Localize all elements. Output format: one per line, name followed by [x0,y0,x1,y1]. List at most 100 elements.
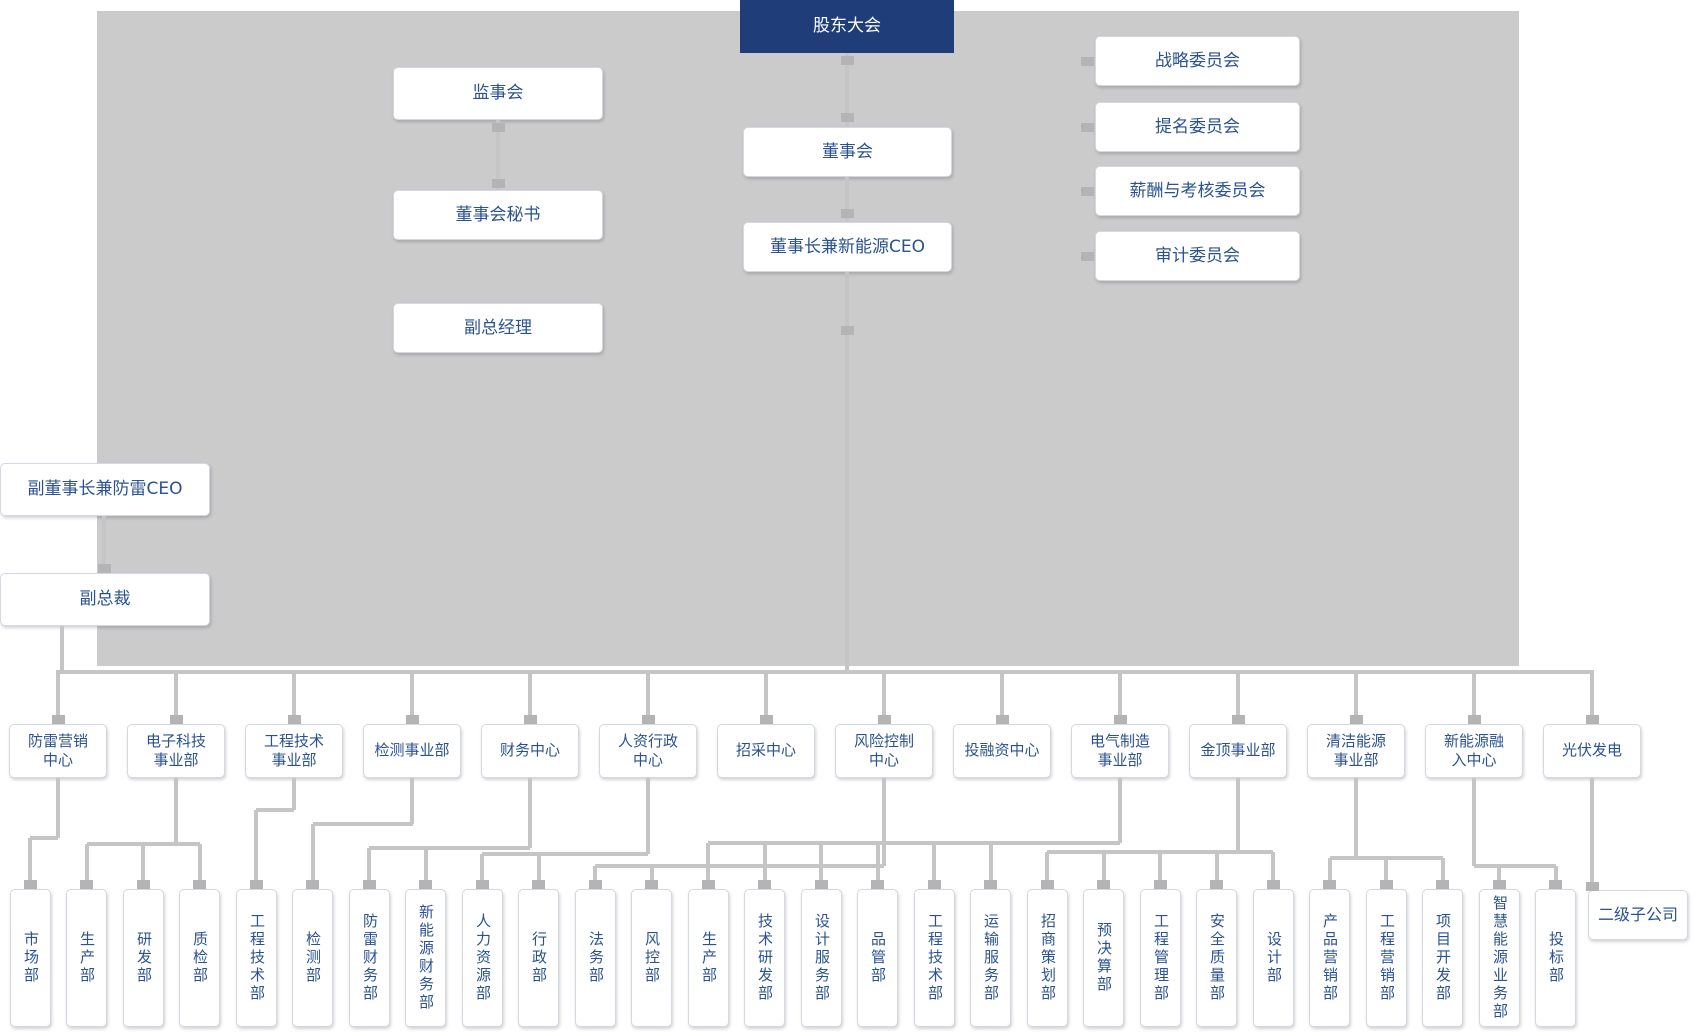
connector-joint [871,880,884,889]
dept-node: 清洁能源 事业部 [1307,724,1405,778]
connector-line [480,854,484,884]
connector-joint [80,880,93,889]
dept-node: 投融资中心 [953,724,1051,778]
sub-dept-node: 设计服务部 [801,889,842,1027]
committee-node: 战略委员会 [1095,36,1300,86]
connector-line [845,272,849,672]
connector-line [174,778,178,844]
connector-line [482,852,648,856]
connector-line [141,844,145,884]
connector-joint [642,715,655,724]
connector-line [706,843,710,884]
sub-dept-node: 工程技术部 [914,889,955,1027]
sub-dept-node: 工程营销部 [1366,889,1407,1027]
connector-line [882,672,886,724]
connector-joint [1097,880,1110,889]
connector-joint [24,880,37,889]
connector-line [537,854,541,884]
connector-line [254,810,258,884]
sub-dept-node: 工程管理部 [1140,889,1181,1027]
sub-dept-node: 项目开发部 [1422,889,1463,1027]
connector-joint [1468,715,1481,724]
connector-line [1047,850,1273,854]
connector-line [1472,672,1476,724]
connector-joint [1267,880,1280,889]
dept-node: 财务中心 [481,724,579,778]
committee-node: 提名委员会 [1095,102,1300,152]
connector-joint [589,880,602,889]
connector-line [1215,852,1219,884]
connector-line [256,808,294,812]
connector-joint [1380,880,1393,889]
connector-line [102,516,106,573]
dept-node: 新能源融 入中心 [1425,724,1523,778]
dept-node: 人资行政 中心 [599,724,697,778]
dept-node: 工程技术 事业部 [245,724,343,778]
connector-joint [760,715,773,724]
connector-joint [1081,187,1094,196]
connector-line [646,672,650,724]
connector-line [1118,672,1122,724]
sub-dept-node: 品管部 [857,889,898,1027]
connector-line [646,778,650,854]
connector-line [1354,778,1358,858]
connector-line [882,778,886,866]
sub-dept-node: 防雷财务部 [349,889,390,1027]
sub-dept-node: 运输服务部 [970,889,1011,1027]
connector-line [496,120,500,190]
connector-line [60,626,64,672]
connector-line [367,848,371,884]
connector-joint [532,880,545,889]
sub-dept-node: 设计部 [1253,889,1294,1027]
connector-line [1354,672,1358,724]
sub-dept-node: 法务部 [575,889,616,1027]
dept-node: 电气制造 事业部 [1071,724,1169,778]
connector-joint [98,564,111,573]
connector-joint [928,880,941,889]
sub-dept-node: 预决算部 [1083,889,1124,1027]
connector-joint [1493,880,1506,889]
sub-dept-node: 投标部 [1535,889,1576,1027]
connector-joint [492,179,505,188]
sub-dept-label: 设计服务部 [813,913,831,1003]
connector-joint [758,880,771,889]
connector-line [369,846,530,850]
sub-dept-node: 市场部 [10,889,51,1027]
org-node-vice-president: 副总裁 [0,573,210,626]
connector-line [845,177,849,222]
sub-dept-label: 工程技术部 [926,913,944,1003]
connector-line [989,843,993,884]
org-node-subsidiary: 二级子公司 [1588,890,1688,940]
sub-dept-label: 安全质量部 [1208,913,1226,1003]
org-node-board-of-directors: 董事会 [743,127,952,177]
sub-dept-label: 质检部 [191,931,209,985]
connector-joint [841,326,854,335]
sub-dept-node: 检测部 [292,889,333,1027]
sub-dept-node: 研发部 [123,889,164,1027]
connector-line [1102,852,1106,884]
connector-joint [1041,880,1054,889]
sub-dept-label: 预决算部 [1095,922,1113,994]
connector-line [410,778,414,824]
connector-joint [524,715,537,724]
sub-dept-node: 产品营销部 [1309,889,1350,1027]
sub-dept-node: 安全质量部 [1196,889,1237,1027]
connector-line [1590,672,1594,724]
connector-line [313,822,413,826]
dept-node: 招采中心 [717,724,815,778]
connector-joint [1549,880,1562,889]
connector-joint [1323,880,1336,889]
connector-joint [1081,252,1094,261]
sub-dept-label: 行政部 [530,931,548,985]
connector-line [595,864,884,868]
connector-joint [137,880,150,889]
connector-line [1118,778,1122,843]
connector-line [1000,672,1004,724]
sub-dept-label: 风控部 [643,931,661,985]
sub-dept-node: 技术研发部 [744,889,785,1027]
org-node-supervisory-board: 监事会 [393,67,603,120]
connector-joint [984,880,997,889]
connector-line [311,824,315,884]
sub-dept-label: 投标部 [1547,931,1565,985]
connector-line [764,672,768,724]
